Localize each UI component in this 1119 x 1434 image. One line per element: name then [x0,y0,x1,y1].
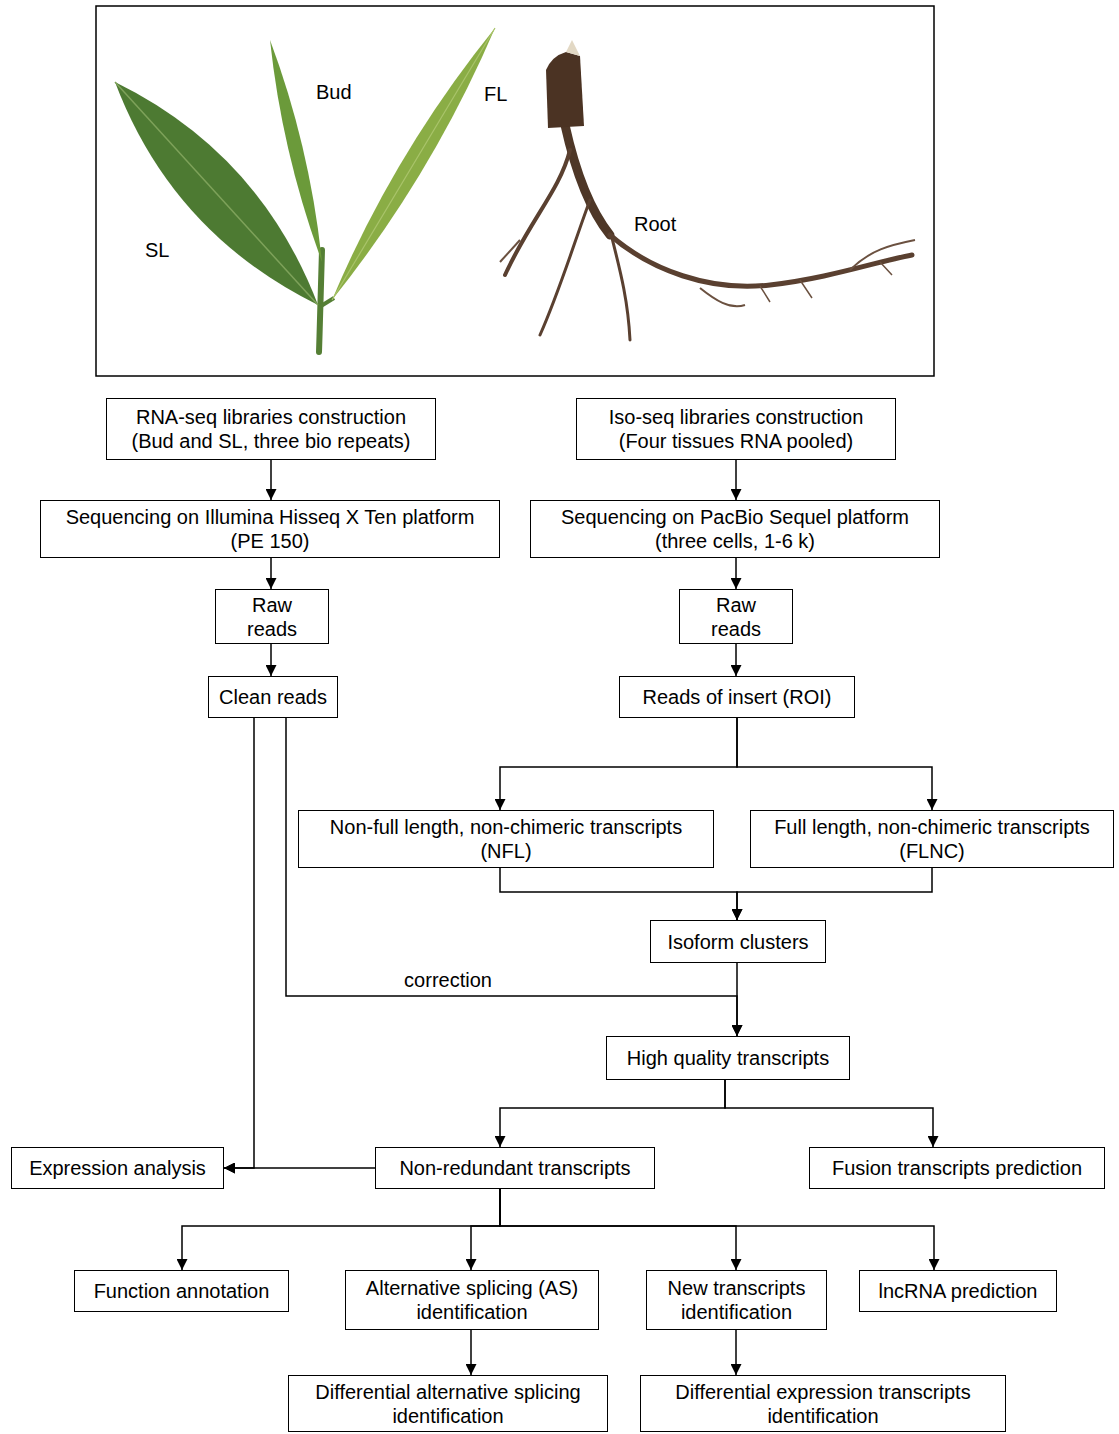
root-branch [612,238,630,340]
box-text: Raw reads [690,593,782,641]
box-text: Function annotation [94,1279,270,1303]
photo-frame [96,6,934,376]
process-box: Expression analysis [11,1147,224,1189]
flow-arrow [270,460,272,500]
process-box: Raw reads [679,589,793,644]
flow-arrow [737,868,932,920]
flow-arrow [182,1189,500,1270]
process-box: Reads of insert (ROI) [619,676,855,718]
flow-arrow [500,868,737,920]
root-branch [610,235,912,286]
box-text: Sequencing on Illumina Hisseq X Ten plat… [51,505,489,553]
process-box: Function annotation [74,1270,289,1312]
taproot [565,125,610,235]
box-text: Expression analysis [29,1156,206,1180]
root-branch [540,200,590,335]
box-text: Alternative splicing (AS) identification [356,1276,588,1324]
process-box: New transcripts identification [646,1270,827,1330]
flow-arrow [270,558,272,589]
flow-arrow [500,1080,725,1147]
flow-arrow [470,1330,472,1375]
process-box: lncRNA prediction [859,1270,1057,1312]
root-crown [546,52,584,128]
flow-arrow [735,460,737,500]
flow-arrow [737,718,932,810]
box-text: Differential expression transcripts iden… [651,1380,995,1428]
flow-arrow [224,1167,375,1169]
box-text: Non-full length, non-chimeric transcript… [309,815,703,863]
photo-label: Bud [316,80,352,104]
box-text: Differential alternative splicing identi… [299,1380,597,1428]
box-text: RNA-seq libraries construction (Bud and … [117,405,425,453]
process-box: RNA-seq libraries construction (Bud and … [106,398,436,460]
box-text: Sequencing on PacBio Sequel platform (th… [541,505,929,553]
process-box: Raw reads [215,589,329,644]
box-text: Full length, non-chimeric transcripts (F… [761,815,1103,863]
flow-arrow [735,1330,737,1375]
process-box: Alternative splicing (AS) identification [345,1270,599,1330]
process-box: Clean reads [208,676,338,718]
leaf-midrib [332,28,495,300]
process-box: Non-full length, non-chimeric transcript… [298,810,714,868]
edge-label: correction [401,968,495,992]
first-leaf [332,28,495,300]
flow-arrow [500,718,737,810]
flow-arrow [735,558,737,589]
photo-label: SL [145,238,169,262]
box-text: Clean reads [219,685,327,709]
rootlet [760,262,892,302]
process-box: Differential alternative splicing identi… [288,1375,608,1432]
box-text: Reads of insert (ROI) [643,685,832,709]
rootlet [500,240,520,262]
plant-photo [0,0,1119,380]
box-text: Isoform clusters [667,930,808,954]
rootlet [700,288,745,306]
process-box: Fusion transcripts prediction [809,1147,1105,1189]
photo-label: Root [634,212,676,236]
box-text: Iso-seq libraries construction (Four tis… [587,405,885,453]
flow-arrow [224,718,254,1168]
flow-arrow [270,644,272,676]
flow-arrow [500,1189,736,1270]
box-text: New transcripts identification [657,1276,816,1324]
process-box: Differential expression transcripts iden… [640,1375,1006,1432]
bud-leaf [270,40,322,262]
cut-stem [566,40,580,56]
box-text: High quality transcripts [627,1046,829,1070]
process-box: Full length, non-chimeric transcripts (F… [750,810,1114,868]
process-box: Sequencing on PacBio Sequel platform (th… [530,500,940,558]
flow-arrow [471,1189,500,1270]
root-branch [505,150,570,275]
flow-arrow [725,1080,933,1147]
stem [319,250,322,352]
process-box: Sequencing on Illumina Hisseq X Ten plat… [40,500,500,558]
process-box: Iso-seq libraries construction (Four tis… [576,398,896,460]
flow-arrow [735,644,737,676]
process-box: Isoform clusters [650,920,826,963]
process-box: High quality transcripts [606,1036,850,1080]
process-box: Non-redundant transcripts [375,1147,655,1189]
box-text: Fusion transcripts prediction [832,1156,1082,1180]
photo-label: FL [484,82,507,106]
box-text: lncRNA prediction [879,1279,1038,1303]
flow-arrow [500,1189,934,1270]
flow-arrow [286,718,737,1036]
box-text: Non-redundant transcripts [399,1156,630,1180]
box-text: Raw reads [226,593,318,641]
